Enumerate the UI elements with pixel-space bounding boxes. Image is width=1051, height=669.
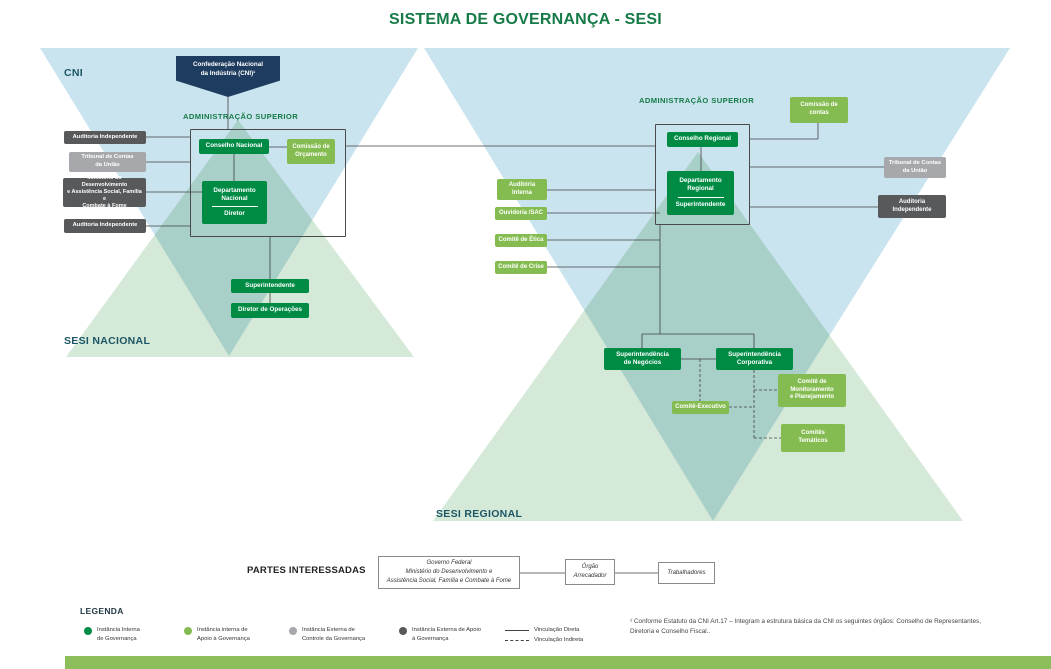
ouvidoria-sac-box: Ouvidoria /SAC [495, 207, 547, 220]
superintendencia-corporativa-box: Superintendência Corporativa [716, 348, 793, 370]
departamento-regional-label: Departamento Regional [679, 177, 722, 193]
tribunal-contas-nacional-box: Tribunal de Contas da União [69, 152, 146, 172]
auditoria-independente-regional-box: Auditoria Independente [878, 195, 946, 218]
dashed-connector-lines [699, 359, 781, 439]
regional-admin-superior-label: ADMINISTRAÇÃO SUPERIOR [639, 96, 755, 105]
legend-line-label: Vinculação Direta [534, 627, 580, 633]
footnote: ¹ Conforme Estatuto da CNI Art.17 – Inte… [630, 618, 981, 635]
regional-triangles [424, 48, 1010, 521]
governo-federal-box: Governo Federal Ministério do Desenvolvi… [378, 556, 520, 589]
comite-monitoramento-box: Comitê de Monitoramento e Planejamento [778, 374, 846, 407]
departamento-regional-box: Departamento Regional Superintendente [667, 171, 734, 215]
legend-item-label: Instância Externa de Controle da Governa… [302, 627, 366, 642]
box-divider-line [677, 196, 724, 198]
box-divider-line [211, 206, 258, 208]
legend-item-label: Instância interna de Apoio à Governança [197, 627, 250, 642]
legend-item-externa-controle: Instância Externa de Controle da Governa… [289, 626, 365, 643]
auditoria-independente-bottom-box: Auditoria Independente [64, 219, 146, 233]
legend-line-label: Vinculação Indireta [534, 637, 584, 643]
comites-tematicos-box: Comitês Temáticos [781, 424, 845, 452]
comissao-contas-box: Comissão de contas [790, 97, 848, 123]
legend-item-label: Instância Interna de Governança [97, 627, 140, 642]
legend-vinculacao-indireta: Vinculação Indireta [505, 636, 583, 645]
sesi-regional-label: SESI REGIONAL [436, 508, 523, 520]
national-admin-superior-label: ADMINISTRAÇÃO SUPERIOR [183, 112, 299, 121]
departamento-nacional-box: Departamento Nacional Diretor [202, 181, 267, 224]
legend-item-label: Instância Externa de Apoio à Governança [412, 627, 481, 642]
partes-interessadas-label: PARTES INTERESSADAS [247, 565, 366, 576]
superintendente-regional-label: Superintendente [675, 200, 726, 208]
tribunal-contas-regional-box: Tribunal de Contas da União [884, 157, 946, 178]
legend-item-externa-apoio: Instância Externa de Apoio à Governança [399, 626, 481, 643]
conselho-nacional-box: Conselho Nacional [199, 139, 269, 154]
legend-vinculacao-direta: Vinculação Direta [505, 626, 579, 635]
light-green-dot-icon [184, 627, 192, 635]
page-title: SISTEMA DE GOVERNANÇA - SESI [389, 11, 662, 28]
comite-crise-box: Comitê de Crise [495, 261, 547, 274]
cni-region-label: CNI [64, 67, 83, 79]
superintendente-nacional-box: Superintendente [231, 279, 309, 293]
dark-green-dot-icon [84, 627, 92, 635]
sesi-nacional-label: SESI NACIONAL [64, 335, 151, 347]
orgao-arrecadador-box: Órgão Arrecadador [565, 559, 615, 585]
comite-executivo-box: Comitê-Executivo [672, 401, 729, 414]
comissao-orcamento-box: Comissão de Orçamento [287, 139, 335, 164]
trabalhadores-box: Trabalhadores [658, 562, 715, 584]
dark-gray-dot-icon [399, 627, 407, 635]
legend-item-interna-governanca: Instância Interna de Governança [84, 626, 140, 643]
superintendencia-negocios-box: Superintendência de Negócios [604, 348, 681, 370]
diretor-operacoes-box: Diretor de Operações [231, 303, 309, 318]
auditoria-independente-top-box: Auditoria Independente [64, 131, 146, 144]
regional-admin-group-border [655, 124, 750, 225]
solid-connector-lines [146, 97, 884, 574]
solid-line-icon [505, 629, 529, 631]
footer-bar [65, 656, 1051, 669]
national-admin-group-border [190, 129, 346, 237]
auditoria-interna-box: Auditória Interna [497, 179, 547, 200]
comite-etica-box: Comitê de Ética [495, 234, 547, 247]
conselho-regional-box: Conselho Regional [667, 132, 738, 147]
legend-item-apoio-governanca: Instância interna de Apoio à Governança [184, 626, 250, 643]
dashed-line-icon [505, 639, 529, 641]
diretor-label: Diretor [224, 210, 245, 218]
departamento-nacional-label: Departamento Nacional [213, 186, 256, 202]
legend-title: LEGENDA [80, 606, 124, 616]
light-gray-dot-icon [289, 627, 297, 635]
ministerio-box: Ministério do Desenvolvimento e Assistên… [63, 175, 146, 209]
